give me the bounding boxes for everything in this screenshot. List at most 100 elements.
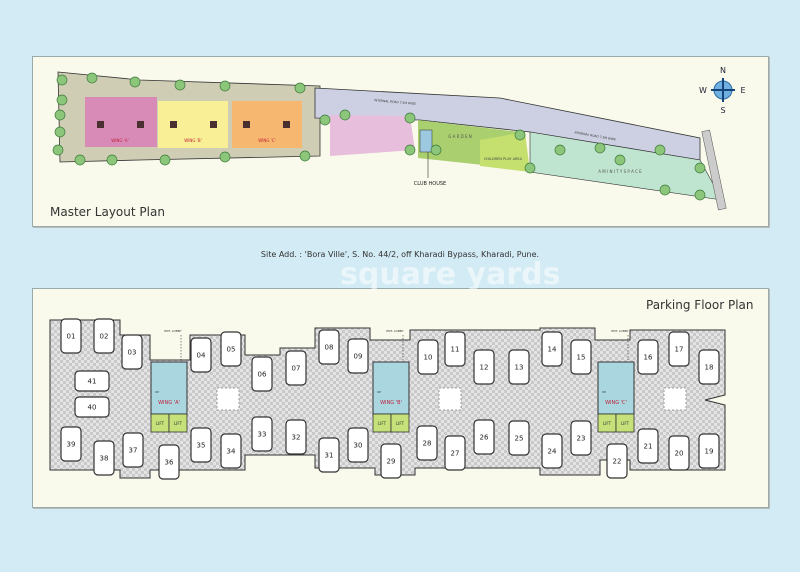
tree-icon (106, 154, 118, 166)
stair-core-wing-b (372, 361, 410, 415)
slot-number: 21 (644, 443, 653, 451)
tree-icon (654, 144, 666, 156)
car-icon (508, 420, 530, 456)
parking-slot-16: 16 (637, 339, 659, 375)
parking-slot-14: 14 (541, 331, 563, 367)
parking-slot-07: 07 (285, 350, 307, 386)
lift (615, 413, 635, 433)
tree-icon (294, 82, 306, 94)
slot-number: 16 (644, 354, 653, 362)
parking-slot-31: 31 (318, 437, 340, 473)
tree-icon (659, 184, 671, 196)
slot-number: 23 (577, 435, 586, 443)
slot-number: 35 (197, 442, 206, 450)
lobby-label: ENT. LOBBY (611, 329, 628, 333)
slot-number: 08 (325, 344, 334, 352)
lift (168, 413, 188, 433)
car-icon (60, 318, 82, 354)
car-icon (570, 420, 592, 456)
slot-number: 33 (258, 431, 267, 439)
car-icon (285, 350, 307, 386)
wing-label: WING 'A' (111, 138, 128, 143)
slot-number: 12 (480, 364, 489, 372)
cutout (438, 387, 462, 411)
slot-number: 30 (354, 442, 363, 450)
parking-slot-26: 26 (473, 419, 495, 455)
pink-lawn (330, 115, 415, 156)
up-label: UP (602, 390, 606, 394)
slot-number: 39 (67, 441, 76, 449)
garden-label: G A R D E N (448, 134, 472, 139)
car-icon (251, 416, 273, 452)
slot-number: 34 (227, 448, 236, 456)
parking-slot-17: 17 (668, 331, 690, 367)
lift-label: LIFT (603, 421, 612, 426)
parking-slot-35: 35 (190, 427, 212, 463)
car-icon (698, 433, 720, 469)
slot-number: 04 (197, 352, 206, 360)
parking-slot-32: 32 (285, 419, 307, 455)
main-road (701, 129, 727, 211)
car-icon (541, 331, 563, 367)
slot-number: 19 (705, 448, 714, 456)
parking-floor-title: Parking Floor Plan (646, 298, 754, 312)
parking-slot-30: 30 (347, 427, 369, 463)
car-icon (93, 440, 115, 476)
car-icon (121, 334, 143, 370)
car-icon (473, 419, 495, 455)
play-area-label: CHILDREN PLAY AREA (484, 157, 523, 161)
tree-icon (56, 94, 68, 106)
parking-slot-15: 15 (570, 339, 592, 375)
slot-number: 41 (88, 378, 97, 386)
car-icon (93, 318, 115, 354)
lobby-label: ENT. LOBBY (386, 329, 403, 333)
slot-number: 38 (100, 455, 109, 463)
slot-number: 17 (675, 346, 684, 354)
site-address: Site Add. : 'Bora Ville', S. No. 44/2, o… (260, 250, 540, 259)
play-area (480, 132, 530, 172)
slot-number: 40 (88, 404, 97, 412)
compass-letter: E (740, 86, 745, 95)
car-icon (318, 329, 340, 365)
slot-number: 18 (705, 364, 714, 372)
parking-slot-25: 25 (508, 420, 530, 456)
car-icon (60, 426, 82, 462)
parking-slot-18: 18 (698, 349, 720, 385)
compass-icon (711, 78, 735, 102)
tree-icon (174, 79, 186, 91)
tree-icon (52, 144, 64, 156)
slot-number: 01 (67, 333, 76, 341)
slot-number: 11 (451, 346, 460, 354)
parking-slot-24: 24 (541, 433, 563, 469)
tree-icon (86, 72, 98, 84)
slot-number: 22 (613, 458, 622, 466)
slot-number: 29 (387, 458, 396, 466)
car-icon (74, 396, 110, 418)
parking-slot-06: 06 (251, 356, 273, 392)
parking-slot-10: 10 (417, 339, 439, 375)
car-icon (318, 437, 340, 473)
tree-icon (54, 126, 66, 138)
compass-letter: W (699, 86, 707, 95)
wing-label: WING 'B' (184, 138, 201, 143)
car-icon (220, 331, 242, 367)
parking-slot-09: 09 (347, 338, 369, 374)
car-icon (508, 349, 530, 385)
tree-icon (299, 150, 311, 162)
parking-slot-38: 38 (93, 440, 115, 476)
parking-slot-41: 41 (74, 370, 110, 392)
slot-number: 14 (548, 346, 557, 354)
parking-slot-05: 05 (220, 331, 242, 367)
slot-number: 24 (548, 448, 557, 456)
parking-slot-19: 19 (698, 433, 720, 469)
tree-icon (54, 109, 66, 121)
stair-core-wing-a (150, 361, 188, 415)
lift-label: LIFT (156, 421, 165, 426)
master-layout-title: Master Layout Plan (50, 205, 165, 219)
slot-number: 15 (577, 354, 586, 362)
cutout (663, 387, 687, 411)
lift-label: LIFT (396, 421, 405, 426)
tree-icon (56, 74, 68, 86)
slot-number: 32 (292, 434, 301, 442)
tree-icon (614, 154, 626, 166)
